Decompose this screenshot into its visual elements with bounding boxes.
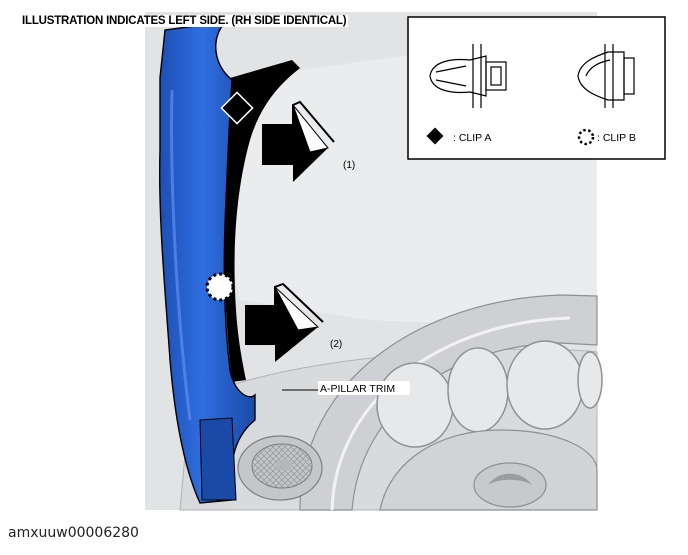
air-vent [237, 435, 323, 501]
clip-a-legend-icon [426, 127, 444, 145]
legend-box: : CLIP A : CLIP B [407, 16, 666, 160]
removal-arrow-2-icon [245, 282, 324, 362]
part-label: A-PILLAR TRIM [320, 383, 395, 395]
clip-b-drawing [577, 44, 635, 108]
arrow-2-label: (2) [330, 339, 342, 350]
illustration-caption: ILLUSTRATION INDICATES LEFT SIDE. (RH SI… [20, 15, 349, 27]
part-label-bg [318, 381, 410, 395]
clip-b-marker-icon [205, 272, 235, 302]
clip-a-legend-label: : CLIP A [453, 132, 491, 144]
pillar-gap [224, 60, 300, 382]
trim-highlight [170, 89, 192, 421]
clip-a-drawing [429, 44, 507, 108]
arrow-1-label: (1) [343, 160, 355, 171]
steering-hub [379, 429, 598, 511]
clip-b-legend-label: : CLIP B [597, 132, 636, 144]
trim-lower-cap [199, 417, 237, 501]
clip-b-legend-icon [577, 128, 595, 146]
removal-arrow-1-icon [262, 100, 335, 182]
clip-a-marker-icon [220, 91, 254, 125]
document-id: amxuuw00006280 [8, 525, 139, 541]
logo-mark [488, 473, 532, 485]
